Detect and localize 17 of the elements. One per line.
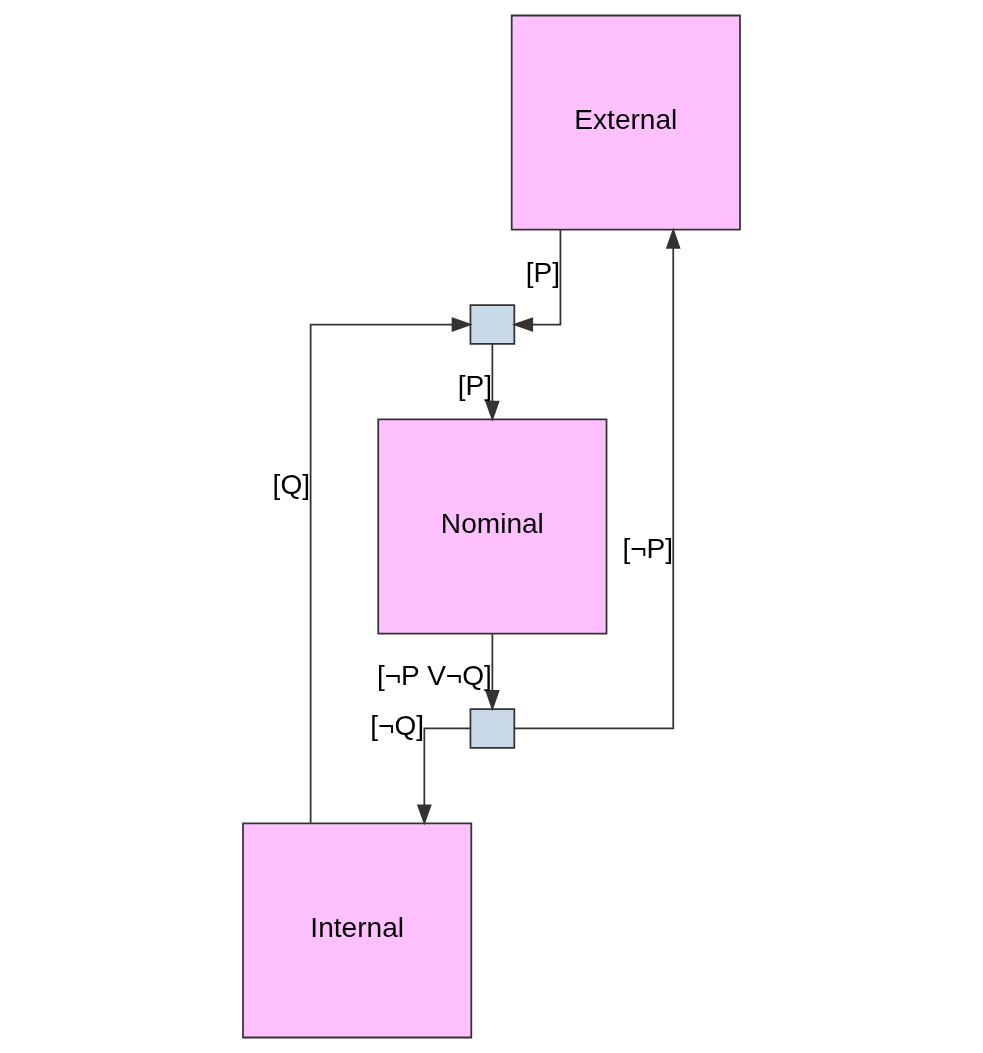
node-box (469, 304, 516, 345)
arrow (309, 317, 473, 824)
arrow (513, 227, 681, 730)
edge-label: [Q] (272, 468, 311, 500)
node-box: Nominal (377, 418, 608, 635)
arrow (512, 229, 562, 332)
arrow (416, 727, 471, 826)
node-box: Internal (242, 822, 473, 1039)
arrow (485, 633, 500, 712)
edge-label: [P] (525, 257, 561, 289)
edge-label: [¬P V¬Q] (376, 659, 492, 691)
edge-label: [P] (457, 370, 492, 402)
edge-label: [¬Q] (370, 709, 425, 741)
edge-label: [¬P] (622, 533, 674, 565)
node-box (469, 708, 516, 749)
node-box: External (510, 14, 741, 231)
arrow (485, 343, 500, 422)
